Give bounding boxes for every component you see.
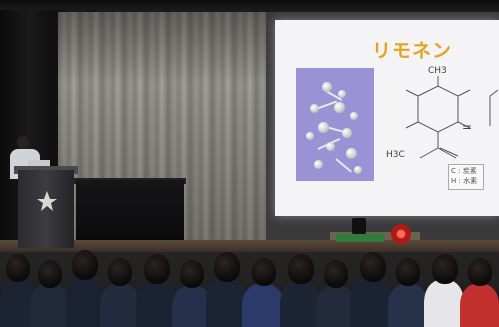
school-emblem-icon xyxy=(36,190,58,212)
laptop xyxy=(28,160,50,169)
slide-title: リモネン xyxy=(372,40,453,62)
atom-legend: C : 炭素 H : 水素 xyxy=(448,164,484,190)
legend-carbon: C : 炭素 xyxy=(451,167,477,175)
formula-top-group: CH3 xyxy=(428,66,447,76)
formula-bottom-group: H3C xyxy=(386,150,405,160)
molecule-model-image xyxy=(296,68,374,181)
projector xyxy=(352,218,366,234)
green-equipment xyxy=(336,234,384,242)
structural-formula: CH3 H3C = xyxy=(380,66,499,186)
formula-equals: = xyxy=(462,120,473,134)
cable-reel xyxy=(391,224,411,244)
grand-piano xyxy=(76,180,184,242)
student-audience xyxy=(0,248,499,327)
formula-diagram xyxy=(405,76,499,159)
stage-edge xyxy=(0,240,499,252)
legend-hydrogen: H : 水素 xyxy=(451,177,478,185)
speaker-head xyxy=(17,136,29,149)
podium xyxy=(18,170,74,248)
